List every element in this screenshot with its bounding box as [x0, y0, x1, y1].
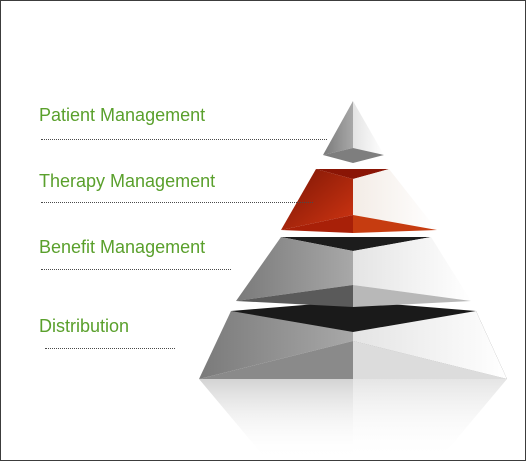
leader-line-patient: [41, 139, 327, 140]
label-distribution: Distribution: [39, 316, 130, 336]
pyramid-tier-benefit: [236, 237, 471, 307]
pyramid-reflection: [199, 379, 507, 460]
pyramid-tier-distribution: [199, 301, 507, 379]
label-therapy-management: Therapy Management: [39, 171, 216, 191]
label-patient-management: Patient Management: [39, 105, 206, 125]
leader-line-therapy: [41, 202, 313, 203]
pyramid-tier-therapy: [281, 169, 437, 233]
leader-line-distribution: [45, 348, 175, 349]
pyramid-tier-patient: [323, 101, 384, 163]
label-benefit-management: Benefit Management: [39, 237, 206, 257]
leader-line-benefit: [41, 269, 231, 270]
